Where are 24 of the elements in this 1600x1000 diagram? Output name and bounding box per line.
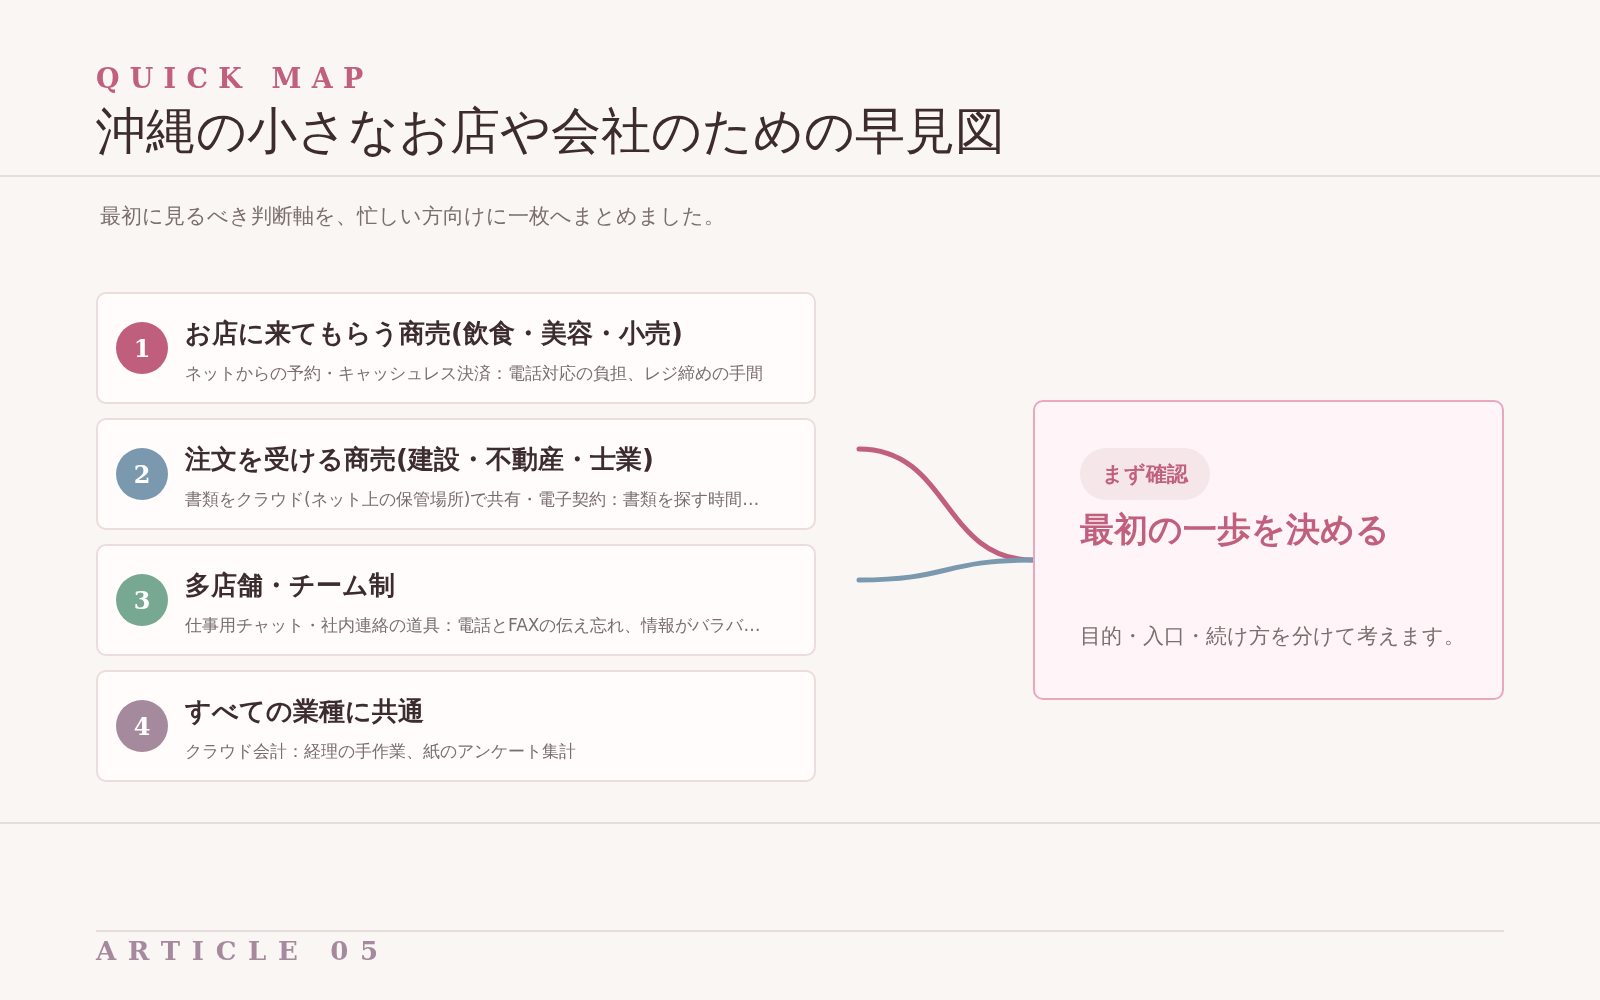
card-heading: すべての業種に共通 bbox=[185, 695, 424, 728]
card-description: 書類をクラウド(ネット上の保管場所)で共有・電子契約：書類を探す時間… bbox=[185, 488, 760, 511]
card-description: クラウド会計：経理の手作業、紙のアンケート集計 bbox=[185, 740, 576, 763]
subtitle: 最初に見るべき判断軸を、忙しい方向けに一枚へまとめました。 bbox=[100, 203, 725, 230]
result-box bbox=[1033, 400, 1504, 700]
tag-pill: まず確認 bbox=[1080, 448, 1210, 500]
category-card bbox=[96, 418, 816, 530]
card-heading: お店に来てもらう商売(飲食・美容・小売) bbox=[185, 317, 683, 350]
card-description: 仕事用チャット・社内連絡の道具：電話とFAXの伝え忘れ、情報がバラバ… bbox=[185, 614, 761, 637]
number-circle: 1 bbox=[116, 322, 168, 374]
box-description: 目的・入口・続け方を分けて考えます。 bbox=[1080, 623, 1465, 650]
category-card bbox=[96, 544, 816, 656]
number-circle: 4 bbox=[116, 700, 168, 752]
number-circle: 2 bbox=[116, 448, 168, 500]
number-circle: 3 bbox=[116, 574, 168, 626]
box-heading: 最初の一歩を決める bbox=[1080, 508, 1390, 551]
title: 沖縄の小さなお店や会社のための早見図 bbox=[96, 101, 1005, 162]
category-card bbox=[96, 670, 816, 782]
kicker: QUICK MAP bbox=[96, 62, 374, 96]
card-description: ネットからの予約・キャッシュレス決済：電話対応の負担、レジ締めの手間 bbox=[185, 362, 763, 385]
footer-text: ARTICLE 05 bbox=[96, 935, 390, 968]
card-heading: 多店舗・チーム制 bbox=[185, 569, 395, 602]
category-card bbox=[96, 292, 816, 404]
card-heading: 注文を受ける商売(建設・不動産・士業) bbox=[185, 443, 654, 476]
